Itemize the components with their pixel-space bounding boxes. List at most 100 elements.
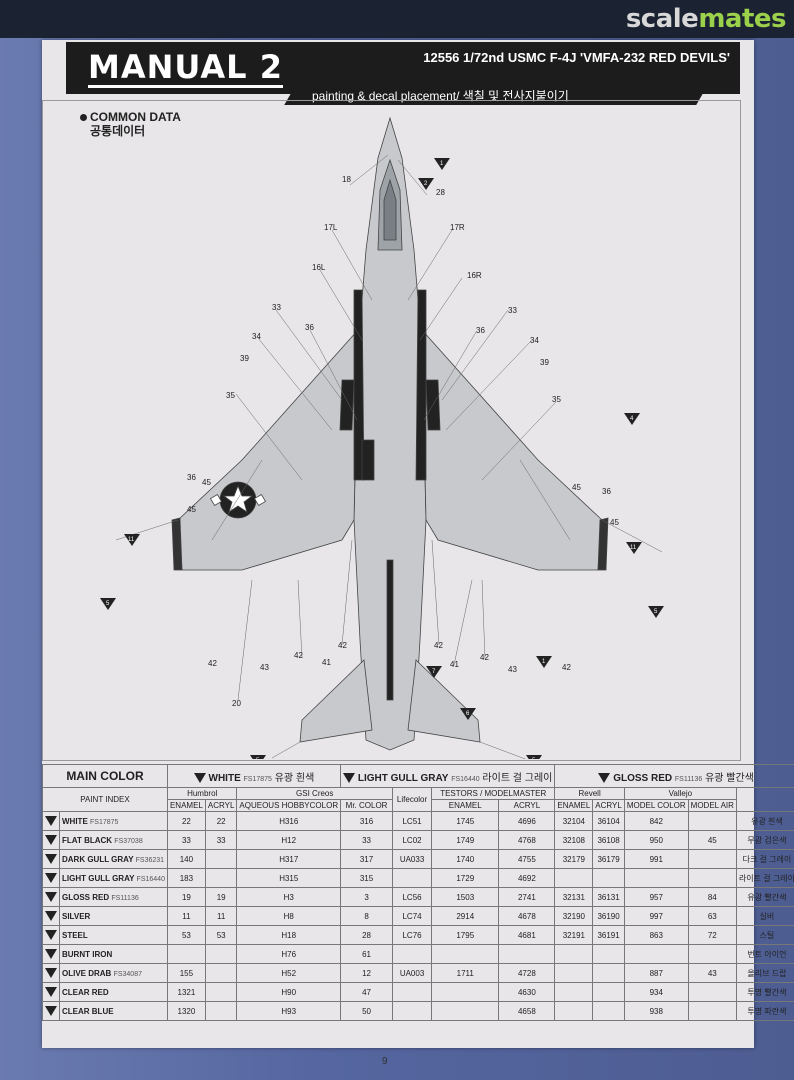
table-cell: 53 [204,925,238,945]
table-cell: 315 [340,868,393,888]
table-cell [554,944,594,964]
table-cell: 33 [340,830,393,850]
table-cell [391,868,433,888]
aircraft-diagram: 18 28 17L 17R 16L 16R 33 33 36 36 34 34 … [100,116,664,759]
marker-icon [45,854,57,864]
table-cell: 1711 [431,963,500,983]
marker-triangle: 2 [418,178,434,190]
svg-text:6: 6 [466,711,470,717]
table-cell: 1795 [431,925,500,945]
marker-icon [45,835,57,845]
paint-name: CLEAR RED [59,982,168,1002]
table-cell: 36179 [592,849,625,869]
table-cell: 번트 아이언 [735,944,794,964]
table-cell: 36131 [592,887,625,907]
aircraft-planform [171,116,609,751]
callout-label: 42 [208,659,217,668]
paint-name: GLOSS RED FS11136 [59,887,168,907]
table-cell: 36104 [592,811,625,831]
marker-triangle: 5 [100,598,116,610]
kit-title: 12556 1/72nd USMC F-4J 'VMFA-232 RED DEV… [423,50,730,65]
manual-title: MANUAL 2 [88,48,283,88]
table-cell [592,963,625,983]
main-color-label: MAIN COLOR [42,764,168,788]
callout-label: 43 [260,663,269,672]
table-cell: 1745 [431,811,500,831]
diagram-frame [42,100,741,761]
table-cell: 33 [166,830,206,850]
callout-label: 35 [226,391,235,400]
callout-numbers: 18 28 17L 17R 16L 16R 33 33 36 36 34 34 … [187,175,619,708]
paint-name: CLEAR BLUE [59,1001,168,1021]
marker-triangle: 5 [648,606,664,618]
table-cell [687,849,737,869]
table-cell [498,944,556,964]
table-cell: 22 [204,811,238,831]
table-cell [554,868,594,888]
scalemates-logo[interactable]: scalemates [625,4,787,34]
table-cell: 4658 [498,1001,556,1021]
table-cell [431,944,500,964]
marker-icon [45,987,57,997]
paint-marker [42,925,60,945]
common-data-label: COMMON DATA 공통데이터 [80,110,181,138]
table-cell: LC74 [391,906,433,926]
table-cell: 316 [340,811,393,831]
marker-icon [45,1006,57,1016]
table-cell [204,963,238,983]
table-cell [204,868,238,888]
subtitle-text: painting & decal placement/ 색칠 및 전사지붙이기 [312,89,569,103]
table-cell: H52 [236,963,342,983]
table-cell [204,849,238,869]
table-cell: 32108 [554,830,594,850]
table-cell: H317 [236,849,342,869]
table-cell [623,868,689,888]
table-cell: 183 [166,868,206,888]
callout-label: 45 [202,478,211,487]
table-cell: 317 [340,849,393,869]
marker-triangle: 11 [124,534,140,546]
callout-label: 39 [540,358,549,367]
table-cell: 11 [166,906,206,926]
table-cell: 스틸 [735,925,794,945]
callout-label: 43 [508,665,517,674]
callout-label: 42 [480,653,489,662]
marker-triangle: 5 [526,755,542,759]
table-cell: 1503 [431,887,500,907]
marker-icon [45,968,57,978]
table-cell: 11 [204,906,238,926]
callout-label: 16R [467,271,482,280]
main-color-item: WHITE FS17875 유광 흰색 [166,764,342,788]
callout-label: 36 [305,323,314,332]
marker-triangle: 7 [426,666,442,678]
brand-header-row: PAINT INDEX Humbrol GSI Creos Lifecolor … [42,787,794,812]
marker-icon [45,949,57,959]
callout-label: 17R [450,223,465,232]
site-header-bar: scalemates [0,0,794,38]
table-cell: 950 [623,830,689,850]
paint-marker [42,982,60,1002]
callout-label: 45 [187,505,196,514]
table-cell: 45 [687,830,737,850]
table-cell [592,982,625,1002]
callout-label: 33 [272,303,281,312]
table-cell: H8 [236,906,342,926]
marker-triangle: 1 [434,158,450,170]
table-cell [554,982,594,1002]
table-cell [623,944,689,964]
paint-name: OLIVE DRAB FS34087 [59,963,168,983]
table-cell: 72 [687,925,737,945]
table-cell: 938 [623,1001,689,1021]
paint-name: WHITE FS17875 [59,811,168,831]
table-cell [554,963,594,983]
table-cell: H316 [236,811,342,831]
table-cell: 19 [166,887,206,907]
table-cell: 32131 [554,887,594,907]
table-cell: 2741 [498,887,556,907]
table-cell: 53 [166,925,206,945]
